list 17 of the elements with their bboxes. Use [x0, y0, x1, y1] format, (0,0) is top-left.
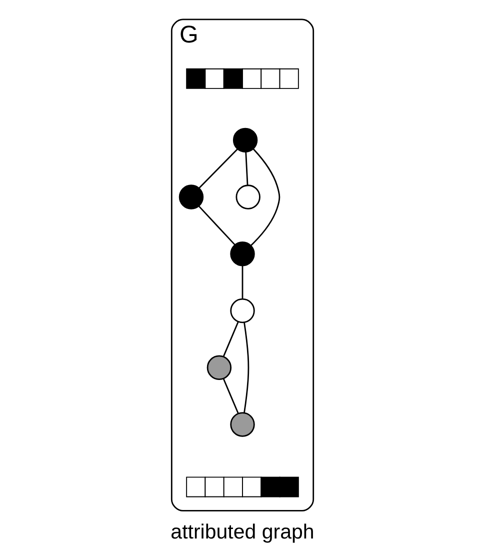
connector: [244, 322, 250, 413]
node-circle: [236, 184, 260, 210]
node-circle: [230, 412, 255, 437]
connector: [198, 148, 238, 189]
connector: [250, 148, 280, 246]
connector: [198, 206, 236, 246]
connector: [245, 152, 248, 186]
connector: [242, 266, 244, 299]
node-circle: [206, 355, 232, 380]
cluster: G: [170, 18, 314, 512]
connector: [222, 378, 239, 414]
connector: [222, 322, 239, 357]
node-circle: [230, 242, 255, 266]
node-circle: [232, 128, 258, 153]
caption: attributed graph: [170, 520, 314, 544]
node-circle: [178, 184, 204, 210]
node-circle: [230, 298, 255, 324]
